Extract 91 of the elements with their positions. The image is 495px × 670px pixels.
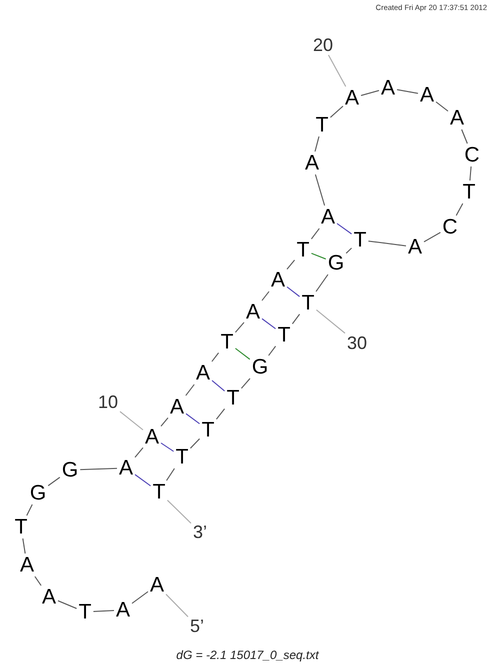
nucleotide-letter: A	[150, 574, 164, 596]
nucleotide-letter: G	[328, 252, 344, 274]
backbone-line	[469, 166, 472, 181]
nucleotide-letter: A	[170, 396, 184, 418]
position-label: 10	[98, 393, 118, 411]
base-pair-line	[336, 222, 352, 234]
position-label: 20	[312, 36, 334, 54]
nucleotide-letter: T	[316, 114, 328, 136]
backbone-line	[166, 468, 175, 481]
nucleotide-letter: A	[246, 302, 260, 322]
nucleotide-letter: T	[226, 388, 240, 408]
nucleotide-letter: A	[196, 362, 210, 384]
nucleotide-letter: A	[116, 600, 130, 620]
base-pair-line	[286, 286, 300, 298]
backbone-line	[314, 136, 320, 152]
nucleotide-letter: T	[302, 292, 314, 314]
backbone-line	[286, 260, 296, 270]
backbone-line	[34, 576, 42, 586]
leader-line	[166, 594, 188, 618]
backbone-line	[292, 314, 300, 324]
nucleotide-letter: G	[30, 482, 46, 504]
backbone-line	[424, 232, 441, 242]
nucleotide-letter: A	[119, 458, 133, 478]
backbone-line	[134, 447, 144, 458]
backbone-line	[160, 417, 168, 427]
nucleotide-letter: T	[152, 482, 166, 502]
nucleotide-letter: T	[14, 516, 28, 538]
backbone-line	[268, 346, 276, 356]
backbone-line	[360, 90, 380, 96]
leader-line	[328, 54, 346, 87]
backbone-line	[211, 352, 220, 362]
backbone-line	[314, 174, 326, 206]
nucleotide-letter: A	[450, 108, 464, 128]
backbone-line	[368, 240, 406, 246]
position-label: 3’	[193, 523, 207, 541]
nucleotide-letter: A	[271, 270, 285, 290]
nucleotide-letter: A	[345, 88, 359, 108]
nucleotide-letter: A	[305, 152, 319, 174]
backbone-line	[456, 203, 464, 216]
backbone-line	[436, 101, 448, 112]
nucleotide-letter: T	[462, 182, 476, 202]
position-label: 5’	[190, 617, 204, 635]
backbone-line	[330, 106, 344, 118]
backbone-line	[48, 476, 60, 486]
backbone-line	[461, 129, 468, 144]
backbone-line	[396, 89, 418, 94]
nucleotide-letter: T	[220, 332, 234, 352]
nucleotide-letter: G	[62, 460, 78, 480]
nucleotide-letter: A	[381, 78, 395, 98]
nucleotide-letter: T	[176, 446, 188, 468]
backbone-line	[190, 438, 200, 449]
backbone-line	[240, 378, 250, 389]
leader-line	[316, 309, 346, 334]
nucleotide-letter: T	[296, 240, 310, 260]
base-pair-line	[262, 318, 276, 330]
caption: dG = -2.1 15017_0_seq.txt	[175, 648, 320, 662]
backbone-line	[261, 291, 270, 301]
base-pair-line	[310, 252, 326, 260]
base-pair-line	[134, 474, 152, 486]
nucleotide-letter: T	[354, 230, 366, 250]
backbone-line	[316, 274, 328, 292]
base-pair-line	[212, 380, 226, 392]
position-label: 30	[346, 334, 368, 352]
nucleotide-letter: C	[442, 216, 458, 238]
backbone-line	[58, 600, 78, 609]
nucleotide-letter: A	[321, 206, 335, 228]
backbone-line	[185, 384, 195, 396]
base-pair-line	[186, 413, 200, 424]
nucleotide-letter: C	[464, 144, 480, 166]
backbone-line	[132, 591, 148, 604]
nucleotide-letter: A	[408, 236, 422, 258]
backbone-line	[22, 538, 26, 554]
leader-line	[120, 411, 144, 430]
nucleotide-letter: T	[202, 420, 214, 440]
backbone-line	[234, 322, 244, 333]
nucleotide-letter: G	[252, 356, 268, 378]
nucleotide-letter: A	[420, 84, 434, 106]
nucleotide-letter: A	[145, 426, 159, 448]
nucleotide-letter: A	[42, 586, 56, 608]
backbone-line	[310, 228, 320, 240]
base-pair-line	[234, 348, 250, 360]
backbone-line	[92, 610, 114, 612]
backbone-line	[80, 468, 118, 470]
base-pair-line	[160, 442, 174, 452]
nucleotide-letter: T	[78, 602, 92, 622]
leader-line	[166, 500, 192, 524]
nucleotide-letter: A	[20, 554, 34, 576]
backbone-line	[346, 248, 352, 254]
backbone-line	[26, 504, 33, 516]
backbone-line	[216, 408, 226, 420]
nucleotide-letter: T	[278, 324, 290, 346]
